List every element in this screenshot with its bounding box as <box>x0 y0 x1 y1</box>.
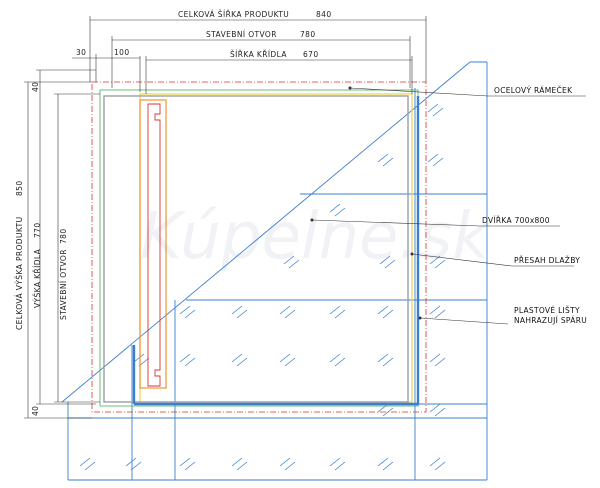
steel-frame-outline <box>91 81 427 413</box>
opening-width-value: 780 <box>300 30 316 39</box>
callout-plastic-strips-line2: NAHRAZUJÍ SPÁRU <box>514 316 587 325</box>
watermark: Kúpelne.sk <box>140 200 492 274</box>
leaf-width-value: 670 <box>303 50 319 59</box>
hinge-strip <box>139 99 167 389</box>
callout-dot-frame <box>348 86 352 90</box>
leaf-width-label: ŠÍŘKA KŘÍDLA <box>230 50 287 59</box>
callout-door: DVÍŘKA 700x800 <box>482 216 550 225</box>
product-width-label: CELKOVÁ ŠÍŘKA PRODUKTU <box>178 10 289 19</box>
product-height-value: 850 <box>15 180 24 196</box>
callout-dot-door <box>310 218 314 222</box>
product-height-label: CELKOVÁ VÝŠKA PRODUKTU <box>15 217 24 330</box>
callout-dot-overlap <box>410 252 414 256</box>
door-frame <box>103 95 409 403</box>
left-dimensions <box>24 69 100 419</box>
callout-steel-frame: OCELOVÝ RÁMEČEK <box>494 86 573 95</box>
hinge-profile <box>147 103 161 387</box>
product-width-value: 840 <box>316 10 332 19</box>
callout-tile-overlap: PŘESAH DLAŽBY <box>514 256 580 265</box>
bottom-margin-value: 40 <box>31 406 40 416</box>
callout-dot-strips <box>418 316 422 320</box>
top-margin-value: 40 <box>31 82 40 92</box>
top-dimensions <box>72 16 427 94</box>
left-gap-value: 30 <box>76 48 86 57</box>
plastic-strip-edge <box>134 96 420 406</box>
leaf-height-label: VÝŠKA KŘÍDLA <box>33 248 42 308</box>
opening-height-value: 780 <box>59 228 68 244</box>
frame-offset-value: 100 <box>114 48 130 57</box>
leaf-height-value: 770 <box>33 222 42 238</box>
opening-height-label: STAVEBNÍ OTVOR <box>59 249 68 320</box>
tile-grid <box>61 61 488 481</box>
tile-diagonal-edge <box>61 61 471 403</box>
callout-leaders <box>311 87 586 325</box>
callout-plastic-strips-line1: PLASTOVÉ LIŠTY <box>514 306 580 315</box>
opening-width-label: STAVEBNÍ OTVOR <box>206 30 277 39</box>
